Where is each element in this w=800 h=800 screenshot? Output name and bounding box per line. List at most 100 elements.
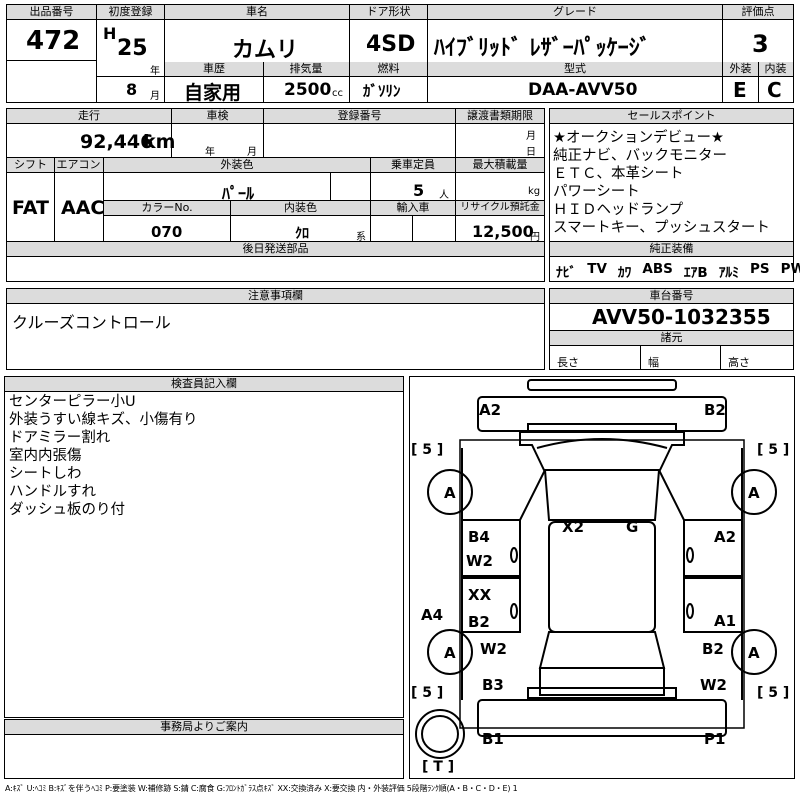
mark-b4: B4 [468,528,490,546]
tire-fl: A [444,484,456,502]
sales-point: ＥＴＣ、本革シート [553,166,684,182]
color: ﾊﾟｰﾙ [222,184,255,203]
height-label: 高さ [728,356,750,369]
legend: A:ｷｽﾞ U:ﾍｺﾐ B:ｷｽﾞを伴うﾍｺﾐ P:要塗装 W:補修跡 S:錆 … [5,784,518,793]
inspection-month-unit: 月 [247,147,257,158]
ac: AAC [61,197,105,219]
month-unit: 月 [150,91,160,102]
mark-xx: XX [468,586,492,604]
door-label: ドア形状 [350,5,427,20]
interior-color-unit: 系 [356,232,366,243]
diagram-section [409,376,795,779]
exterior-label: 外装 [723,62,758,77]
details-section [6,108,545,282]
later-parts-label: 後日発送部品 [7,242,544,257]
shift-label: シフト [7,158,54,173]
transfer-month-unit: 月 [526,131,536,142]
score-label: 評価点 [723,5,793,20]
fuel: ｶﾞｿﾘﾝ [363,82,401,100]
inspector-section [4,376,404,718]
displacement: 2500 [284,80,332,100]
inspector-line: 室内内張傷 [9,448,82,464]
length-label: 長さ [557,356,579,369]
color-no-label: カラーNo. [104,201,230,216]
interior-grade: C [767,78,782,102]
inspector-label: 検査員記入欄 [5,377,403,392]
displacement-label: 排気量 [263,62,349,77]
mark-w2-right: W2 [700,676,727,694]
header-section [6,4,794,103]
chassis-section [549,288,794,370]
car-name-label: 車名 [165,5,349,20]
equipment-item: ABS [642,261,673,277]
inspector-line: 外装うすい線キズ、小傷有り [9,412,198,428]
max-load-unit: kg [528,186,541,197]
width-label: 幅 [648,356,659,369]
mark-w2-left: W2 [466,552,493,570]
max-load-label: 最大積載量 [456,158,544,173]
sales-points-section [549,108,794,282]
exterior-grade: E [733,78,747,102]
reg-year: 25 [117,36,148,61]
sales-point: 純正ナビ、バックモニター [553,148,727,164]
tread-rr: [ 5 ] [757,685,789,701]
inspector-line: ダッシュ板のり付 [9,502,125,518]
inspection-label: 車検 [172,109,263,124]
door-type: 4SD [366,32,416,57]
color-no: 070 [151,223,183,241]
mileage: 92,446 [80,131,154,153]
tread-fl: [ 5 ] [411,442,443,458]
history: 自家用 [184,82,242,104]
sales-point: パワーシート [553,184,640,200]
tire-rl: A [444,644,456,662]
tire-fr: A [748,484,760,502]
mark-b2-top: B2 [704,401,726,419]
notes-section [6,288,545,370]
sales-points-label: セールスポイント [550,109,793,124]
capacity: 5 [413,181,425,200]
inspector-notes: センターピラー小U 外装うすい線キズ、小傷有り ドアミラー割れ 室内内張傷 シー… [9,393,198,519]
mark-p1: P1 [704,730,725,748]
chassis-label: 車台番号 [550,289,793,304]
inspector-line: ハンドルすれ [9,484,96,500]
sales-point: ★オークションデビュー★ [553,130,724,146]
tread-rl: [ 5 ] [411,685,443,701]
ac-label: エアコン [54,158,103,173]
office-label: 事務局よりご案内 [5,720,403,735]
equipment-item: PW [780,261,800,277]
mark-g: G [626,518,638,536]
mark-b1: B1 [482,730,504,748]
inspector-line: ドアミラー割れ [9,430,111,446]
inspector-line: シートしわ [9,466,82,482]
capacity-label: 乗車定員 [371,158,455,173]
fuel-label: 燃料 [350,62,427,77]
mark-b3: B3 [482,676,504,694]
chassis-number: AVV50-1032355 [592,305,771,329]
transfer-day-unit: 日 [526,147,536,158]
transfer-label: 譲渡書類期限 [456,109,544,124]
reg-month: 8 [126,80,138,99]
mark-w2-lower-left: W2 [480,640,507,658]
model: DAA-AVV50 [528,80,638,100]
sales-point: スマートキー、プッシュスタート [553,220,770,236]
sales-point: ＨＩＤヘッドランプ [553,202,684,218]
era: H [103,24,117,43]
color-label: 外装色 [104,158,370,173]
equipment-item: PS [749,261,770,277]
equipment-item: ｶﾜ [617,265,632,281]
mark-b2-left: B2 [468,613,490,631]
spare-tire: [ T ] [422,759,454,775]
lot-label: 出品番号 [7,5,96,20]
sales-points-list: ★オークションデビュー★ 純正ナビ、バックモニター ＥＴＣ、本革シート パワーシ… [553,129,770,237]
score: 3 [752,30,769,58]
grade: ﾊｲﾌﾞﾘｯﾄﾞ ﾚｻﾞｰﾊﾟｯｹｰｼﾞ [434,36,651,61]
mark-x2: X2 [562,518,584,536]
recycle-label: リサイクル預託金 [456,201,544,216]
tread-fr: [ 5 ] [757,442,789,458]
grade-label: グレード [428,5,722,20]
reg-no-label: 登録番号 [264,109,455,124]
import-label: 輸入車 [371,201,455,216]
equipment-item: TV [587,261,607,277]
shift: FAT [12,197,49,219]
inspector-line: センターピラー小U [9,394,136,410]
